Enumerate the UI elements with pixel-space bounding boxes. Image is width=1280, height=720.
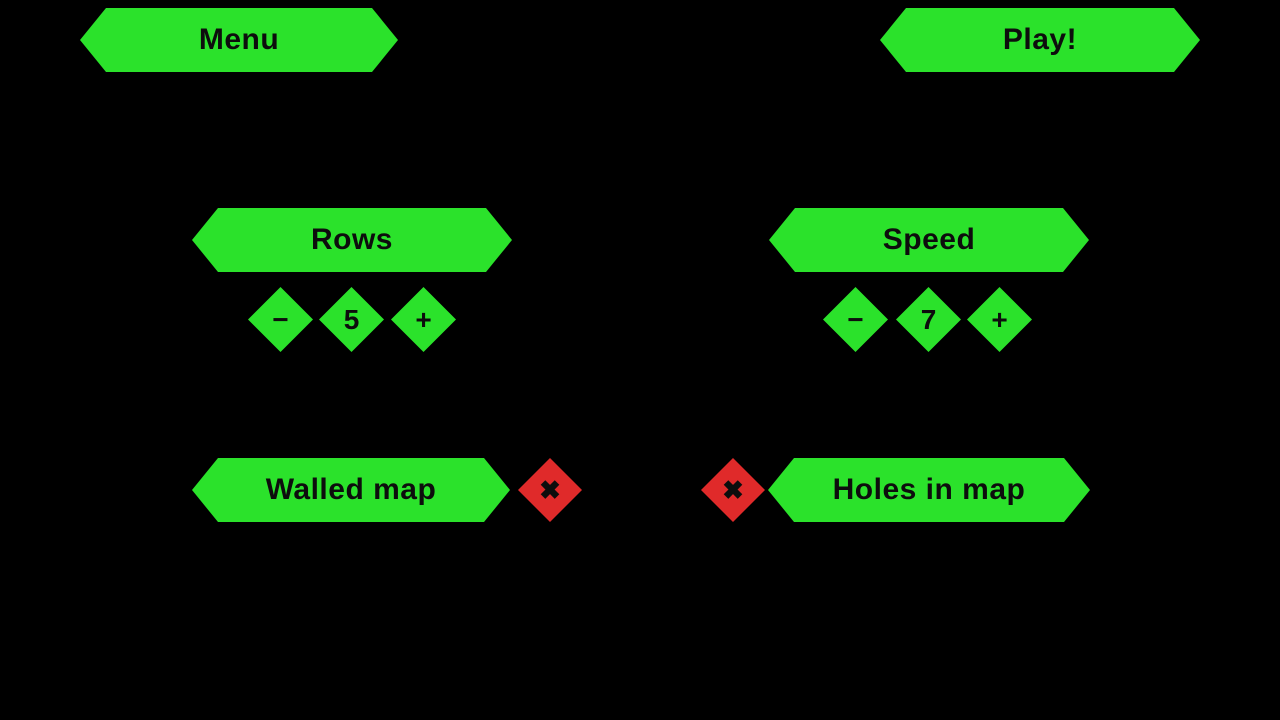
rows-value: 5 — [319, 287, 384, 352]
walled-map-toggle[interactable]: ✖ — [518, 458, 582, 522]
speed-label: Speed — [769, 208, 1089, 272]
holes-in-map-toggle[interactable]: ✖ — [701, 458, 765, 522]
rows-increase-button[interactable]: + — [391, 287, 456, 352]
rows-decrease-button[interactable]: − — [248, 287, 313, 352]
speed-increase-button[interactable]: + — [967, 287, 1032, 352]
speed-decrease-button[interactable]: − — [823, 287, 888, 352]
x-mark-icon: ✖ — [539, 474, 561, 505]
walled-map-label[interactable]: Walled map — [192, 458, 510, 522]
x-mark-icon: ✖ — [722, 474, 744, 505]
speed-value: 7 — [896, 287, 961, 352]
menu-button[interactable]: Menu — [80, 8, 398, 72]
rows-label: Rows — [192, 208, 512, 272]
play-button[interactable]: Play! — [880, 8, 1200, 72]
holes-in-map-label[interactable]: Holes in map — [768, 458, 1090, 522]
